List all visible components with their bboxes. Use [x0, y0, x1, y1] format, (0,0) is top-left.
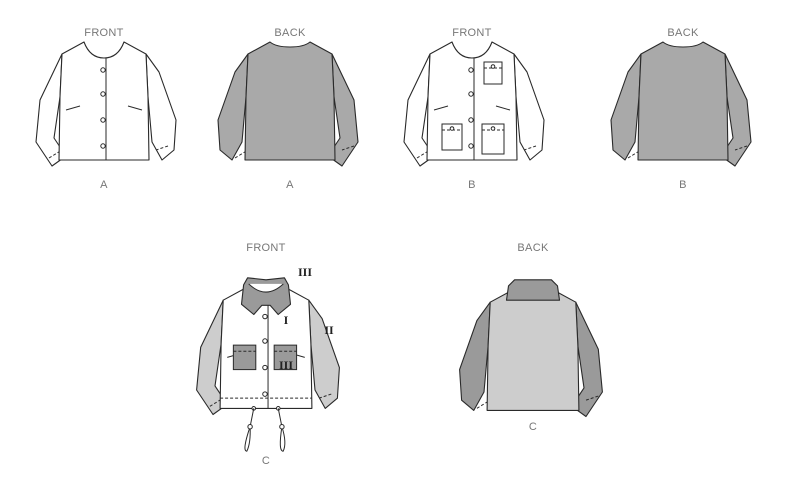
right-sleeve	[720, 53, 752, 167]
right-sleeve	[327, 53, 359, 167]
view-a-front-title: FRONT	[84, 27, 123, 39]
view-b-back	[610, 41, 752, 167]
jacket-body	[486, 289, 580, 411]
cuff-seam	[155, 145, 169, 151]
view-b-front-label: B	[468, 179, 476, 191]
pocket-button	[490, 126, 496, 131]
cuff-seam	[585, 395, 599, 401]
view-b-front	[403, 41, 545, 167]
callout-pocket: III	[279, 358, 293, 372]
cord-stopper	[279, 424, 285, 430]
right-sleeve	[308, 299, 340, 409]
view-a-front-label: A	[100, 179, 108, 191]
cuff-seam	[734, 145, 748, 151]
left-sleeve	[403, 53, 435, 167]
collar-stand	[248, 283, 284, 293]
pocket-button	[490, 64, 496, 69]
left-sleeve	[196, 299, 228, 416]
button	[468, 143, 474, 149]
pocket-button	[449, 126, 455, 131]
patch-pocket	[483, 61, 503, 85]
view-c-back-title: BACK	[517, 242, 549, 254]
cuff-seam	[318, 393, 332, 399]
jacket-body	[244, 41, 336, 161]
button	[468, 117, 474, 123]
view-c-back-label: C	[529, 421, 537, 433]
dart	[495, 105, 511, 111]
view-c-front-title: FRONT	[246, 242, 285, 254]
view-c-back	[459, 279, 603, 418]
cuff-seam	[523, 145, 537, 151]
view-a-front	[35, 41, 177, 167]
button	[262, 313, 268, 320]
left-sleeve	[35, 53, 67, 167]
dart	[127, 105, 143, 111]
button	[100, 91, 106, 97]
right-sleeve	[145, 53, 177, 161]
view-a-back-label: A	[286, 179, 294, 191]
drawstring	[277, 408, 286, 452]
cuff-seam	[341, 145, 355, 151]
drawstring	[244, 408, 255, 452]
dart	[433, 105, 449, 111]
jacket-body	[58, 41, 150, 161]
view-c-front	[196, 277, 340, 452]
callout-sleeve: II	[324, 323, 334, 337]
callout-collar: III	[298, 265, 312, 279]
view-b-back-label: B	[679, 179, 687, 191]
view-c-front-label: C	[262, 455, 270, 467]
button	[100, 117, 106, 123]
jacket-body	[637, 41, 729, 161]
button	[100, 67, 106, 73]
button	[468, 67, 474, 73]
button	[468, 91, 474, 97]
left-sleeve	[217, 53, 249, 161]
dart	[65, 105, 81, 111]
button	[262, 391, 268, 397]
collar	[505, 279, 561, 301]
left-sleeve	[610, 53, 642, 161]
view-b-front-title: FRONT	[452, 27, 491, 39]
callout-body: I	[284, 313, 289, 327]
button	[262, 364, 268, 371]
patch-pocket	[232, 344, 257, 371]
view-a-back-title: BACK	[274, 27, 306, 39]
cord-stopper	[247, 424, 253, 430]
left-sleeve	[459, 301, 491, 411]
view-a-back	[217, 41, 359, 167]
right-sleeve	[571, 301, 603, 418]
button	[100, 143, 106, 149]
patch-pocket	[481, 123, 505, 155]
view-b-back-title: BACK	[667, 27, 699, 39]
right-sleeve	[513, 53, 545, 161]
button	[262, 338, 268, 344]
